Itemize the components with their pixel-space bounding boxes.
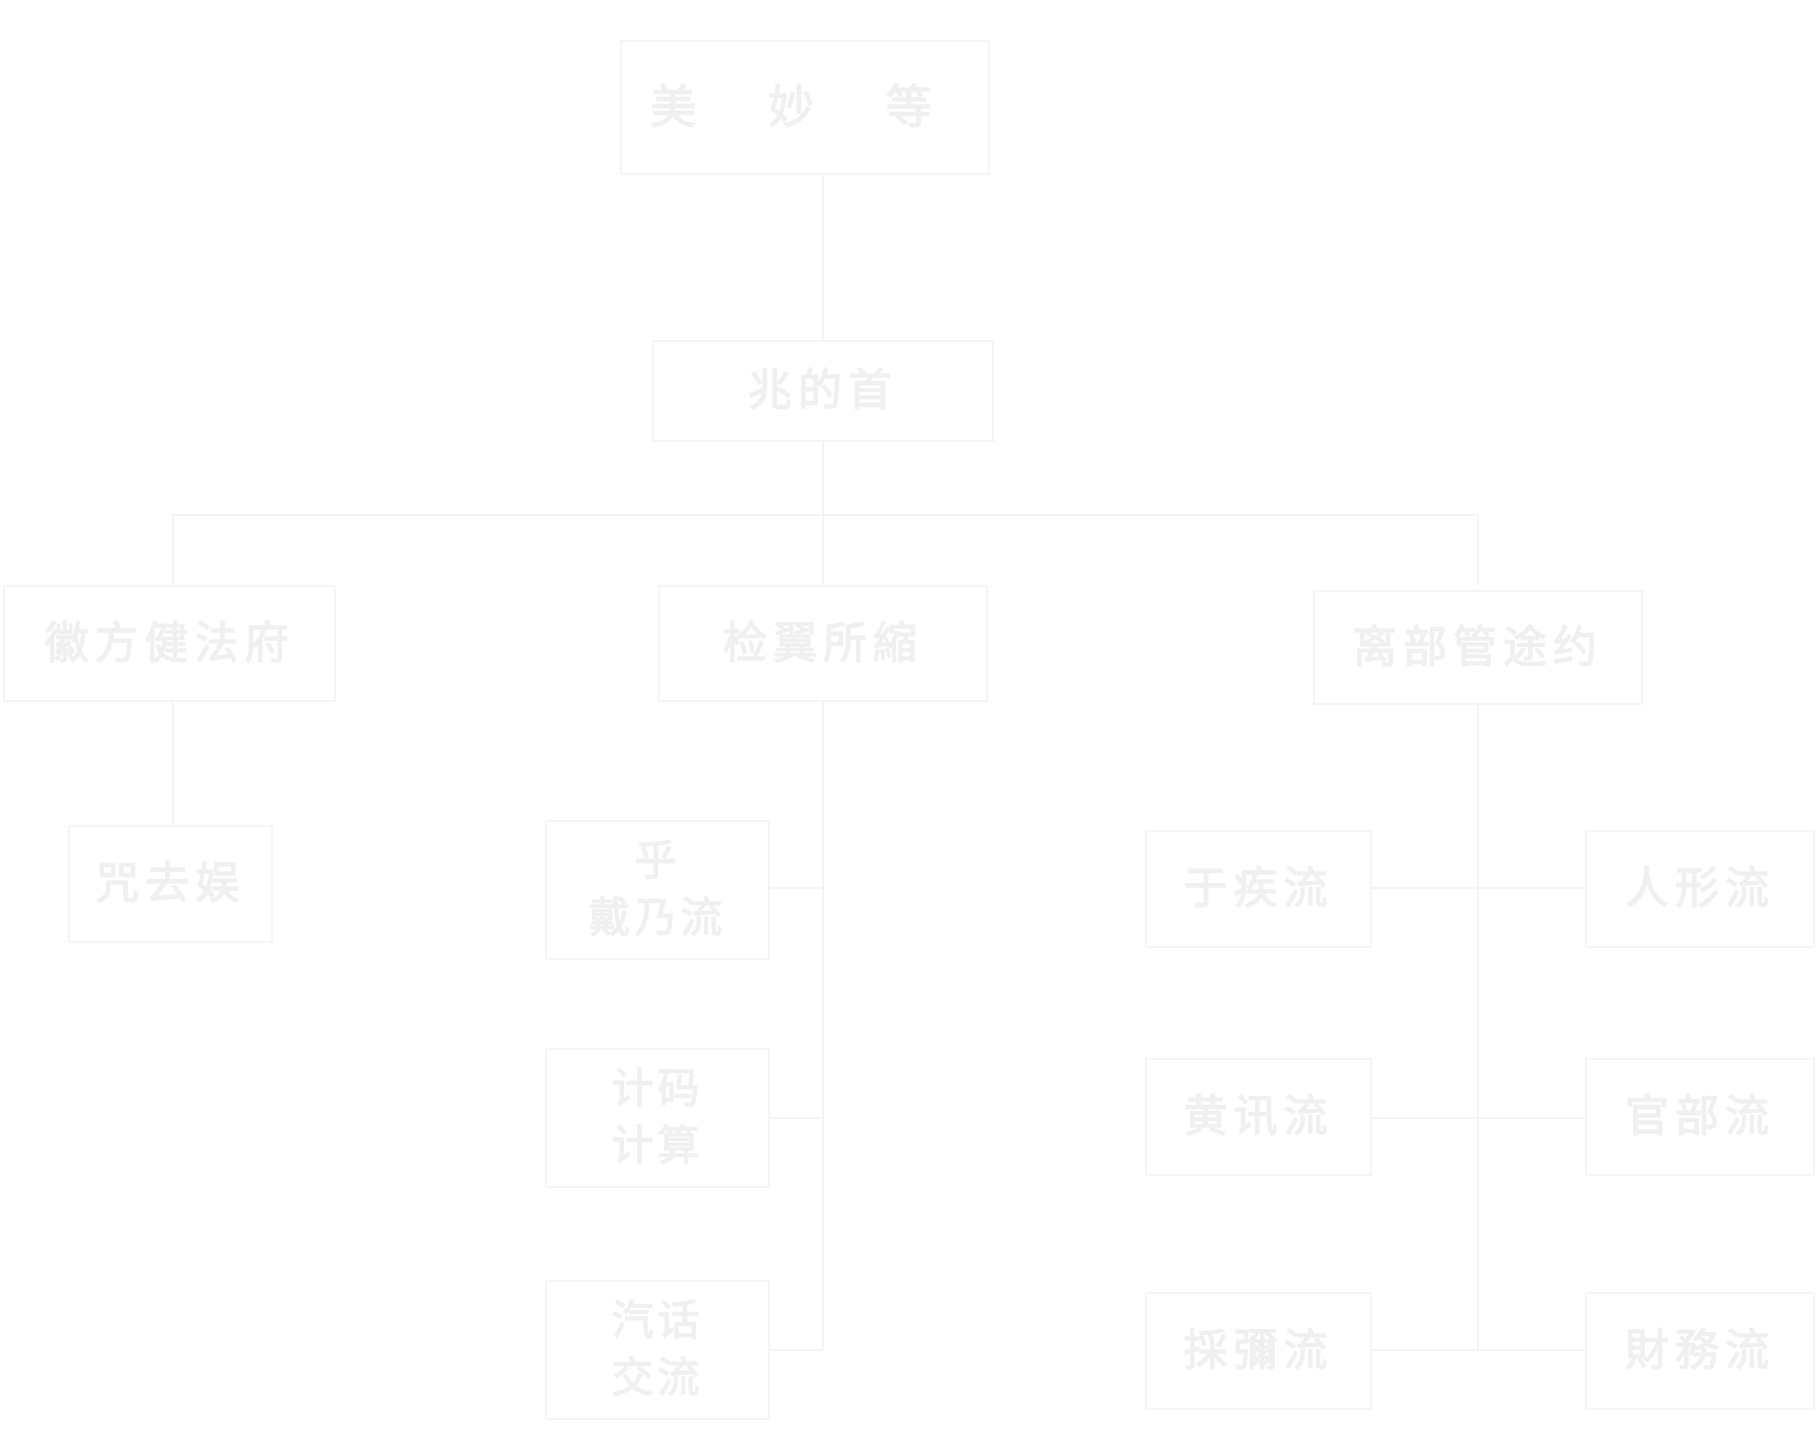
branch-node-right: 离部管途约 (1313, 590, 1643, 705)
middle-child-1: 乎 戴乃流 (545, 820, 770, 960)
branch-node-middle: 检翼所縮 (658, 585, 988, 702)
branch-node-left: 徽方健法府 (3, 585, 336, 702)
right-child-l1: 于疾流 (1145, 830, 1372, 948)
right-child-r2: 官部流 (1585, 1058, 1815, 1176)
left-child-1: 咒去娱 (68, 825, 273, 943)
hub-node: 兆的首 (652, 340, 994, 442)
middle-child-2: 计码 计算 (545, 1048, 770, 1188)
right-child-r1: 人形流 (1585, 830, 1815, 948)
root-node: 美 妙 等 (620, 40, 990, 175)
right-child-r3: 財務流 (1585, 1292, 1815, 1410)
right-child-l3: 採彌流 (1145, 1292, 1372, 1410)
middle-child-3: 汽话 交流 (545, 1280, 770, 1420)
right-child-l2: 黄讯流 (1145, 1058, 1372, 1176)
